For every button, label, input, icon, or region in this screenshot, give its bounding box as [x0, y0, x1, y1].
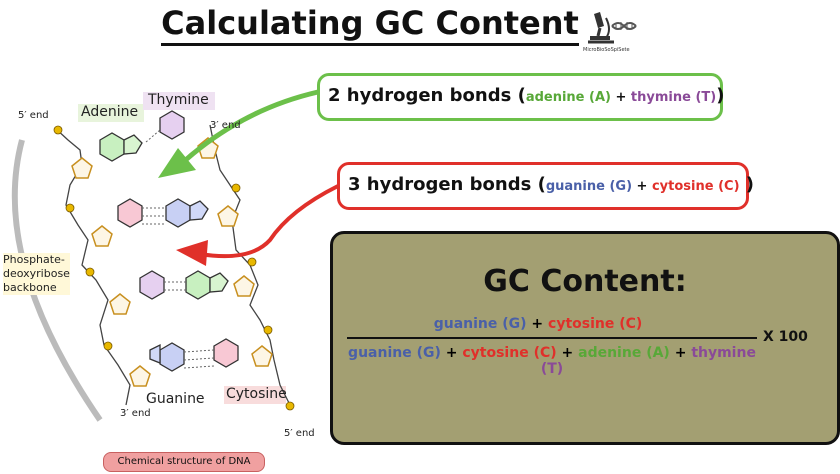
backbone-label: Phosphate- deoxyribose backbone — [3, 253, 70, 295]
guanine-label: Guanine — [146, 391, 205, 407]
red-arrow — [199, 184, 339, 259]
gc-content-panel: GC Content: guanine (G) + cytosine (C) g… — [330, 231, 840, 445]
microscope-dna-icon — [588, 12, 637, 44]
adenine-highlight — [78, 104, 144, 122]
page-title: Calculating GC Content — [0, 4, 740, 46]
fraction-line — [347, 337, 757, 339]
adenine-label: Adenine — [81, 104, 139, 120]
two-hydrogen-bonds-box: 2 hydrogen bonds (adenine (A) + thymine … — [317, 73, 724, 121]
multiplier: X 100 — [763, 329, 808, 345]
thymine-highlight — [143, 92, 215, 110]
gc-denominator: guanine (G) + cytosine (C) + adenine (A)… — [348, 345, 756, 377]
gc-content-title: GC Content: — [483, 264, 687, 299]
hydrogen-bonds — [142, 129, 215, 369]
gc-numerator: guanine (G) + cytosine (C) — [433, 316, 643, 332]
cytosine-highlight — [224, 386, 286, 404]
sugar-rings — [71, 137, 273, 387]
dna-caption: Chemical structure of DNA — [103, 452, 265, 472]
green-arrow-head — [158, 148, 196, 178]
cytosine-label: Cytosine — [226, 386, 287, 402]
green-arrow — [178, 89, 319, 167]
thymine-label: Thymine — [148, 92, 209, 108]
red-arrow-head — [176, 240, 208, 266]
base-rings — [99, 110, 239, 372]
bottom-left-end-label: 3′ end — [120, 408, 151, 419]
three-hydrogen-bonds-box: 3 hydrogen bonds (guanine (G) + cytosine… — [337, 162, 754, 210]
logo-text: MicroBioSoSpiSete — [583, 47, 630, 53]
top-left-end-label: 5′ end — [18, 110, 49, 121]
phosphate-groups — [53, 125, 295, 411]
top-right-end-label: 3′ end — [210, 120, 241, 131]
left-strand — [54, 127, 131, 406]
bottom-right-end-label: 5′ end — [284, 428, 315, 439]
